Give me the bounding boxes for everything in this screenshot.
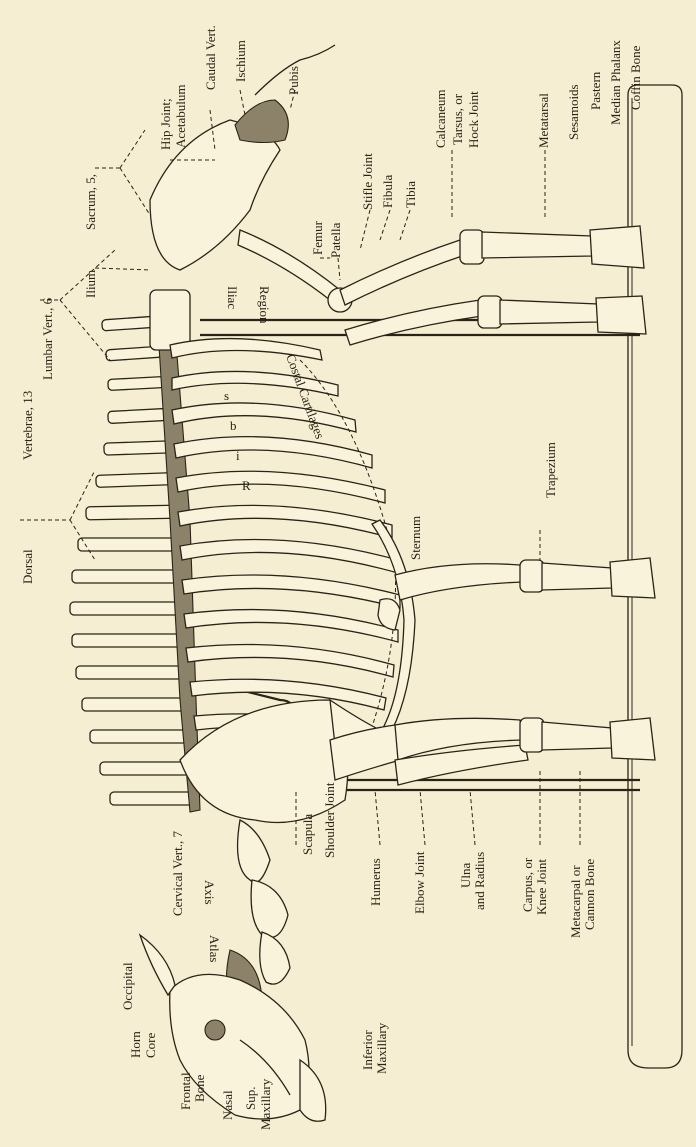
label-coffin-bone: Coffin Bone	[628, 45, 643, 110]
label-fibula: Fibula	[380, 175, 395, 208]
label-frontal: Frontal	[178, 1072, 193, 1110]
label-ribs-i: i	[236, 448, 240, 463]
label-nasal: Nasal	[220, 1090, 235, 1120]
label-metatarsal: Metatarsal	[536, 93, 551, 148]
label-stifle: Stifle Joint	[360, 153, 375, 210]
label-radius: and Radius	[472, 852, 487, 910]
label-vertebrae: Vertebrae, 13	[20, 391, 35, 460]
label-cannon: Cannon Bone	[582, 859, 597, 930]
label-shoulder: Shoulder Joint	[322, 782, 337, 858]
label-axis: Axis	[202, 880, 217, 905]
label-metacarpal: Metacarpal or	[568, 865, 583, 938]
label-region: Region	[257, 286, 272, 324]
label-lumbar: Lumbar Vert., 6	[40, 297, 55, 380]
label-maxillary: Maxillary	[258, 1078, 273, 1130]
label-tibia: Tibia	[403, 181, 418, 208]
label-ribs-r: R	[242, 478, 251, 493]
label-humerus: Humerus	[368, 858, 383, 906]
label-elbow: Elbow Joint	[412, 851, 427, 914]
label-ulna: Ulna	[458, 863, 473, 889]
label-carpus: Carpus, or	[520, 857, 535, 912]
label-sesamoids: Sesamoids	[566, 84, 581, 140]
label-hock: Hock Joint	[466, 91, 481, 148]
label-pastern: Pastern	[588, 71, 603, 110]
label-iliac: Iliac	[225, 286, 240, 309]
label-dorsal: Dorsal	[20, 549, 35, 584]
label-ribs-s: s	[224, 388, 229, 403]
label-core: Core	[143, 1033, 158, 1059]
label-horn: Horn	[128, 1031, 143, 1058]
label-sternum: Sternum	[408, 516, 423, 560]
label-pubis: Pubis	[286, 66, 301, 95]
label-bone: Bone	[192, 1074, 207, 1102]
label-ilium: Ilium	[83, 270, 98, 298]
label-trapezium: Trapezium	[543, 442, 558, 498]
label-caudal: Caudal Vert.	[203, 25, 218, 90]
label-hip: Hip Joint;	[158, 98, 173, 150]
label-acetabulum: Acetabulum	[173, 84, 188, 148]
label-scapula: Scapula	[300, 814, 315, 855]
label-median-phalanx: Median Phalanx	[608, 40, 623, 125]
label-tarsus: Tarsus, or	[450, 93, 465, 145]
label-sacrum: Sacrum, 5,	[83, 174, 98, 230]
label-inferior-maxillary: Maxillary	[374, 1022, 389, 1074]
label-cervical: Cervical Vert., 7	[170, 831, 185, 916]
label-ribs-b: b	[230, 418, 237, 433]
label-sup: Sup.	[243, 1087, 258, 1110]
label-atlas: Atlas	[207, 935, 222, 962]
label-patella: Patella	[328, 222, 343, 258]
label-femur: Femur	[310, 220, 325, 255]
label-knee: Knee Joint	[534, 859, 549, 915]
label-occipital: Occipital	[120, 962, 135, 1010]
label-ischium: Ischium	[233, 40, 248, 82]
label-calcaneum: Calcaneum	[433, 90, 448, 148]
label-inferior: Inferior	[360, 1030, 375, 1070]
